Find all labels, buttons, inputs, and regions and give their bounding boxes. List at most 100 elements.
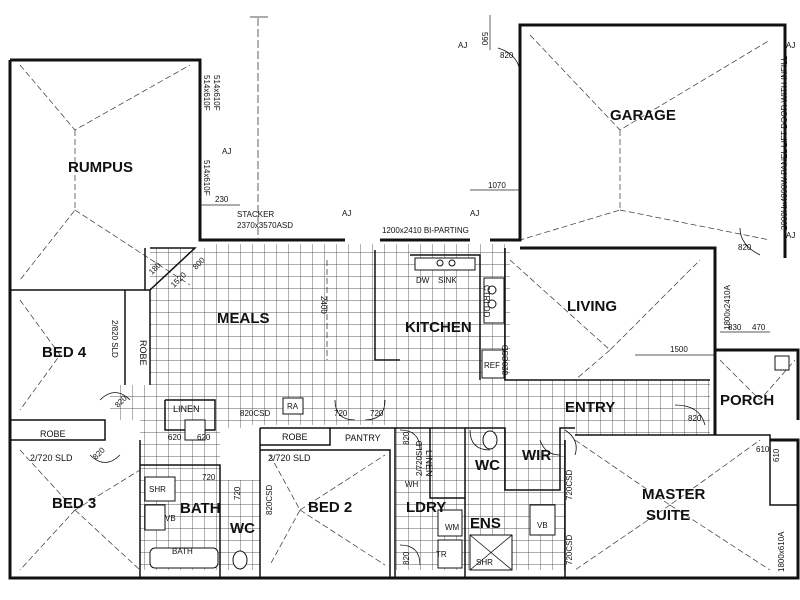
label-robe-bed4: ROBE (138, 340, 148, 366)
room-entry: ENTRY (565, 399, 615, 416)
dim-820-ldry-1: 820 (402, 431, 411, 445)
sink-bowl (448, 259, 456, 267)
dim-720-pantry-1: 720 (334, 409, 348, 418)
dim-garage-door: 2000Hx4800W PANEL LIFT DOOR WITH INFILL (780, 55, 789, 230)
toilet-2 (482, 430, 498, 450)
dim-2720-sld-bed3: 2/720 SLD (30, 453, 73, 463)
dim-820-garage: 820 (500, 51, 514, 60)
label-ra: RA (287, 402, 299, 411)
label-pantry: PANTRY (345, 433, 381, 443)
dim-1070: 1070 (488, 181, 506, 190)
room-bath: BATH (180, 500, 221, 517)
label-vanity-2: VB (537, 521, 548, 530)
dim-window-2: 514x610F (212, 75, 221, 111)
room-meals: MEALS (217, 310, 270, 327)
vanity-2 (529, 504, 556, 536)
label-sink: SINK (438, 276, 457, 285)
label-vanity-1: VB (165, 514, 176, 523)
dim-window-1: 514x610F (202, 75, 211, 111)
trough (437, 539, 463, 569)
room-master-line2: SUITE (646, 507, 690, 524)
label-aj-4: AJ (470, 209, 479, 218)
fixtures (144, 257, 790, 571)
room-labels: RUMPUS GARAGE MEALS KITCHEN LIVING BED 4… (42, 107, 774, 537)
dim-590: 590 (480, 32, 489, 46)
dim-830: 830 (728, 323, 742, 332)
sink-bench (414, 257, 476, 271)
room-bed4: BED 4 (42, 344, 87, 361)
dim-biparting: 1200x2410 BI-PARTING (382, 226, 469, 235)
label-aj-3: AJ (342, 209, 351, 218)
label-robe-bed3: ROBE (40, 429, 66, 439)
walls (8, 23, 800, 580)
ra-box (282, 397, 304, 415)
dim-2400: 2400 (319, 296, 328, 314)
label-shower-1: SHR (149, 485, 166, 494)
roof-lines (19, 34, 796, 571)
dim-stacker-1: STACKER (237, 210, 274, 219)
washer (437, 509, 463, 537)
vanity-1 (144, 504, 166, 531)
dim-820-bed3: 820 (91, 445, 107, 461)
dim-720-bath: 720 (202, 473, 216, 482)
bathtub (149, 547, 219, 569)
dim-1800-window: 1800x2410A (723, 284, 732, 330)
dim-820csd-kitchen: 820CSD (501, 345, 510, 375)
room-wir: WIR (522, 447, 551, 464)
dim-720csd-ens-1: 720CSD (565, 470, 574, 500)
fridge-space (481, 349, 505, 379)
room-master-line1: MASTER (642, 486, 706, 503)
room-garage: GARAGE (610, 107, 676, 124)
tiled-floor (110, 244, 710, 570)
dim-1500: 1500 (670, 345, 688, 354)
room-kitchen: KITCHEN (405, 319, 472, 336)
label-ctrldd: CTRLDD (482, 285, 491, 318)
dim-2820-sld: 2/820 SLD (110, 320, 119, 358)
label-aj-2: AJ (222, 147, 231, 156)
dim-820-entry: 820 (688, 414, 702, 423)
dim-820csd-meals: 820CSD (240, 409, 270, 418)
room-rumpus: RUMPUS (68, 159, 133, 176)
label-trough: TR (436, 550, 447, 559)
room-wc-ensuite: WC (475, 457, 500, 474)
dim-720csd-ens-2: 720CSD (565, 535, 574, 565)
label-shower-2: SHR (476, 558, 493, 567)
room-laundry: LDRY (406, 499, 446, 516)
dim-610-a: 610 (756, 445, 770, 454)
room-bed2: BED 2 (308, 499, 352, 516)
label-aj-1: AJ (458, 41, 467, 50)
dim-820-ldry-2: 820 (402, 551, 411, 565)
fixture-labels: ROBE ROBE ROBE LINEN LINEN PANTRY DW SIN… (40, 41, 795, 567)
room-bed3: BED 3 (52, 495, 96, 512)
label-aj-6: AJ (786, 231, 795, 240)
label-aj-5: AJ (786, 41, 795, 50)
label-water-heater: WH (405, 480, 419, 489)
room-porch: PORCH (720, 392, 774, 409)
label-linen-2: LINEN (424, 450, 434, 477)
dimension-lines (200, 15, 770, 360)
dim-1800-master: 1800x610A (777, 531, 786, 572)
dim-470: 470 (752, 323, 766, 332)
dim-stacker-2: 2370x3570ASD (237, 221, 293, 230)
label-bathtub: BATH (172, 547, 193, 556)
dim-2720-sld-ldry: 2/720SLD (415, 440, 424, 476)
toilet-1 (232, 550, 248, 570)
doors (89, 47, 761, 566)
dim-720-pantry-2: 720 (370, 409, 384, 418)
label-fridge: REF (484, 361, 500, 370)
dim-720-wc: 720 (233, 486, 242, 500)
dim-620-b: 620 (197, 433, 211, 442)
dim-window-3: 514x610F (202, 160, 211, 196)
room-ensuite: ENS (470, 515, 501, 532)
basin (184, 419, 206, 441)
label-robe-bed2: ROBE (282, 432, 308, 442)
porch-post (774, 355, 790, 371)
dim-620-a: 620 (168, 433, 182, 442)
dim-820csd-bed2: 820CSD (265, 485, 274, 515)
dim-820-garage-2: 820 (738, 243, 752, 252)
label-dishwasher: DW (416, 276, 430, 285)
dim-230: 230 (215, 195, 229, 204)
label-linen-1: LINEN (173, 404, 200, 414)
dim-2720-sld-bed2: 2/720 SLD (268, 453, 311, 463)
